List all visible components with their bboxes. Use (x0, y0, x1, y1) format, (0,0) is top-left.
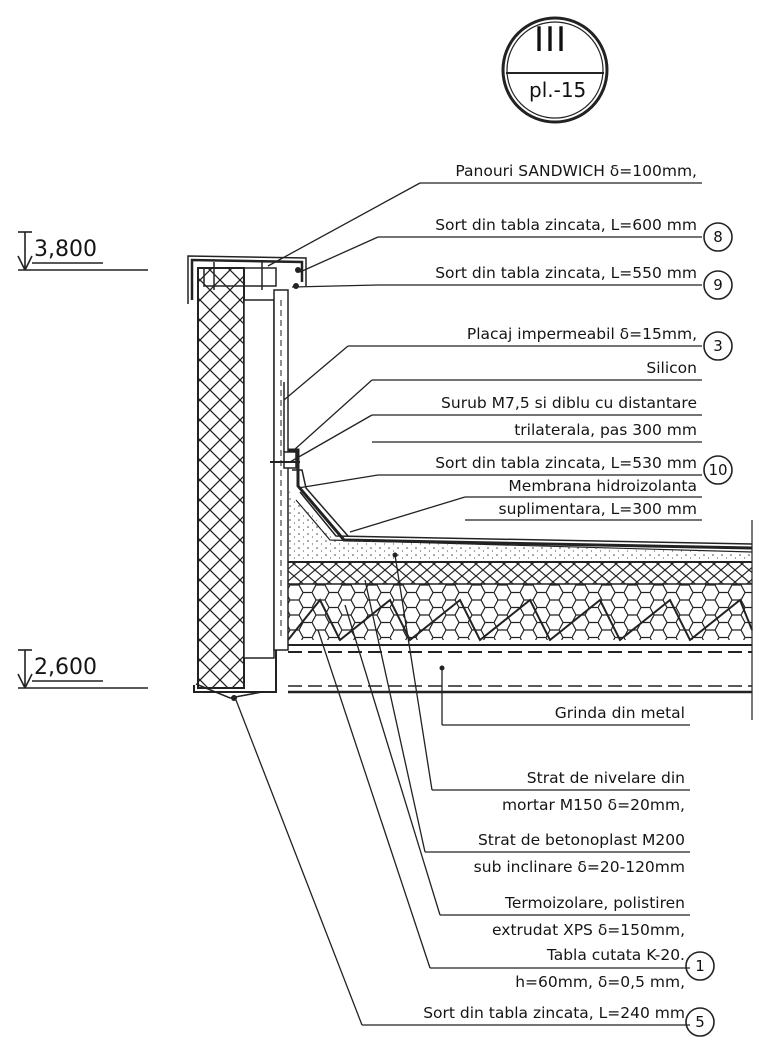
label-membrana-line2: suplimentara, L=300 mm (498, 500, 697, 518)
callout-5: 5 (695, 1013, 705, 1031)
level-mark-bottom (17, 649, 148, 689)
callout-10: 10 (708, 461, 728, 479)
label-sort-600: Sort din tabla zincata, L=600 mm (435, 216, 697, 234)
label-placaj: Placaj impermeabil δ=15mm, (466, 325, 697, 343)
callout-9: 9 (713, 276, 723, 294)
label-betonoplast-line1: Strat de betonoplast M200 (477, 831, 685, 849)
label-grinda: Grinda din metal (554, 704, 685, 722)
detail-sheet: pl.-15 (529, 78, 587, 102)
label-silicon: Silicon (646, 359, 697, 377)
bottom-flashing (193, 650, 277, 701)
label-termoizolare-line2: extrudat XPS δ=150mm, (492, 921, 685, 939)
detail-number: III (534, 20, 568, 60)
label-panouri-sandwich: Panouri SANDWICH δ=100mm, (455, 162, 697, 180)
callout-3: 3 (713, 337, 723, 355)
callout-circles (685, 222, 733, 1037)
sandwich-panel-wall (197, 267, 289, 689)
label-surub-line1: Surub M7,5 si diblu cu distantare (441, 394, 697, 412)
level-mark-top (17, 231, 148, 271)
label-sort-550: Sort din tabla zincata, L=550 mm (435, 264, 697, 282)
label-surub-line2: trilaterala, pas 300 mm (514, 421, 697, 439)
callout-8: 8 (713, 228, 723, 246)
parapet-cap-flashing (187, 255, 307, 304)
level-value-top: 3,800 (34, 237, 97, 262)
level-value-bottom: 2,600 (34, 655, 97, 680)
callout-1: 1 (695, 957, 705, 975)
label-sort-530: Sort din tabla zincata, L=530 mm (435, 454, 697, 472)
label-tabla-cutata-line1: Tabla cutata K-20. (546, 946, 685, 964)
label-sort-240: Sort din tabla zincata, L=240 mm (423, 1004, 685, 1022)
leader-lines (235, 182, 702, 1026)
label-tabla-cutata-line2: h=60mm, δ=0,5 mm, (515, 973, 685, 991)
detail-reference-bubble (501, 16, 609, 124)
label-nivelare-line1: Strat de nivelare din (526, 769, 685, 787)
label-betonoplast-line2: sub inclinare δ=20-120mm (473, 858, 685, 876)
label-termoizolare-line1: Termoizolare, polistiren (505, 894, 685, 912)
roof-layers (287, 490, 753, 720)
label-nivelare-line2: mortar M150 δ=20mm, (501, 796, 685, 814)
label-membrana-line1: Membrana hidroizolanta (508, 477, 697, 495)
